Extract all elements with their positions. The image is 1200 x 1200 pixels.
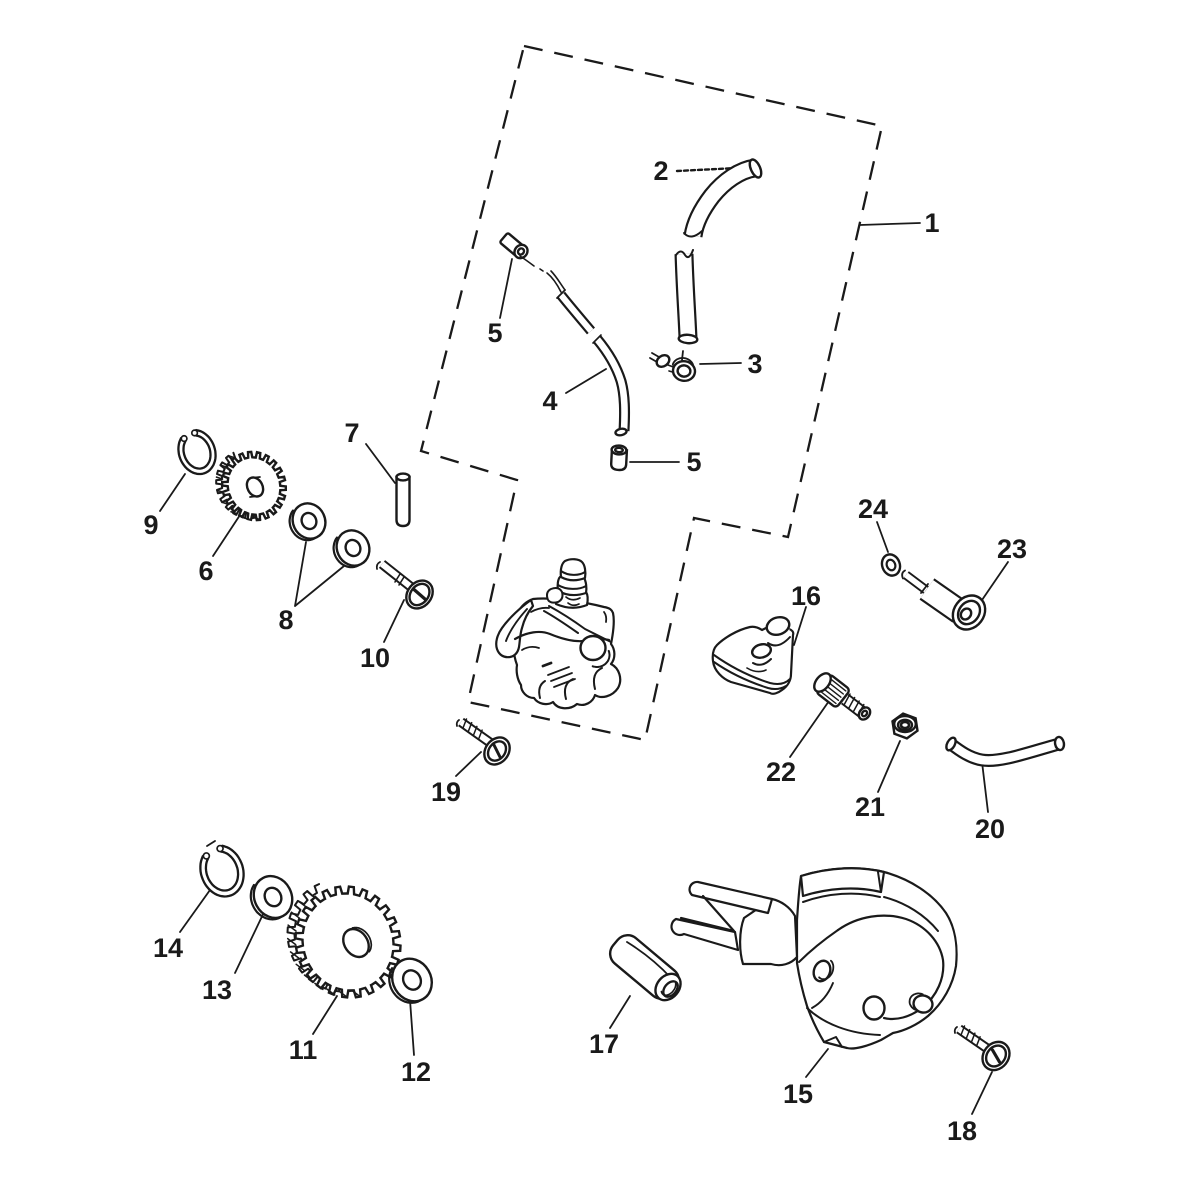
- svg-text:23: 23: [997, 534, 1027, 564]
- svg-text:2: 2: [653, 156, 668, 186]
- svg-text:1: 1: [924, 208, 939, 238]
- svg-text:10: 10: [360, 643, 390, 673]
- svg-text:5: 5: [686, 447, 701, 477]
- svg-text:22: 22: [766, 757, 796, 787]
- svg-text:15: 15: [783, 1079, 813, 1109]
- svg-text:13: 13: [202, 975, 232, 1005]
- svg-text:12: 12: [401, 1057, 431, 1087]
- svg-text:3: 3: [747, 349, 762, 379]
- svg-text:5: 5: [487, 318, 502, 348]
- svg-text:7: 7: [344, 418, 359, 448]
- svg-text:24: 24: [858, 494, 888, 524]
- svg-text:17: 17: [589, 1029, 619, 1059]
- svg-text:19: 19: [431, 777, 461, 807]
- svg-text:6: 6: [198, 556, 213, 586]
- svg-text:21: 21: [855, 792, 885, 822]
- svg-text:20: 20: [975, 814, 1005, 844]
- svg-text:8: 8: [278, 605, 293, 635]
- svg-text:4: 4: [542, 386, 557, 416]
- svg-text:11: 11: [289, 1035, 318, 1065]
- svg-text:14: 14: [153, 933, 183, 963]
- svg-text:16: 16: [791, 581, 821, 611]
- svg-text:18: 18: [947, 1116, 977, 1146]
- svg-text:9: 9: [143, 510, 158, 540]
